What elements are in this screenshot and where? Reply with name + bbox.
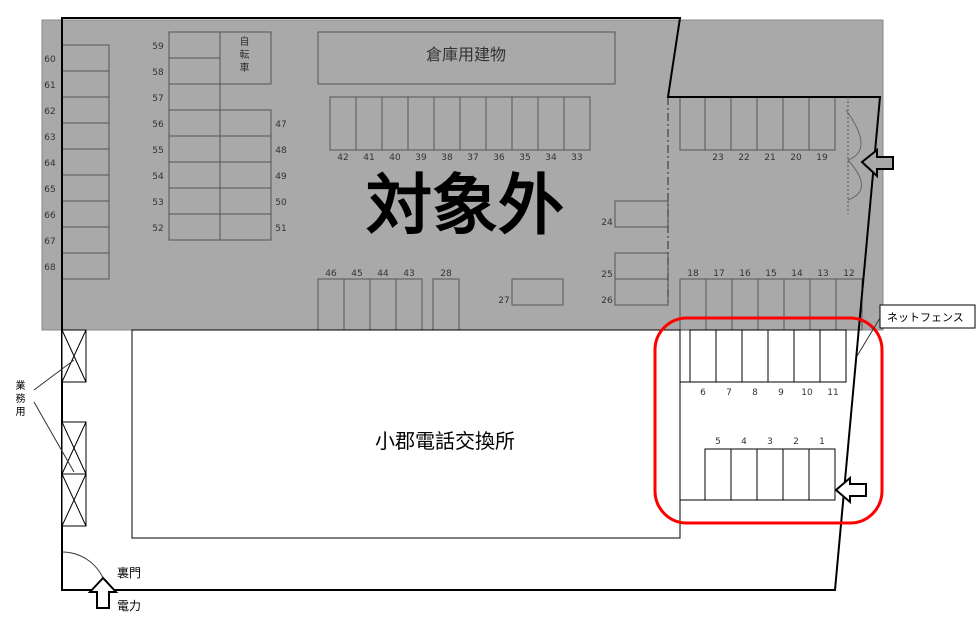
entrance-arrow-icon [860, 147, 894, 179]
stall-number: 44 [377, 269, 389, 279]
stall-number: 59 [152, 42, 164, 52]
stall-number: 14 [791, 269, 803, 279]
stall-number: 2 [793, 437, 799, 447]
stall-number: 16 [739, 269, 751, 279]
stall-number: 61 [44, 81, 55, 91]
excluded-area [41, 19, 884, 331]
warehouse-label: 倉庫用建物 [426, 45, 506, 64]
stall-number: 55 [152, 146, 163, 156]
parking-stall [511, 278, 564, 306]
parking-stall [767, 329, 795, 383]
stall-number: 58 [152, 68, 164, 78]
stall-number: 56 [152, 120, 164, 130]
stall-number: 45 [351, 269, 362, 279]
stall-number: 1 [819, 437, 825, 447]
stall-number: 13 [817, 269, 828, 279]
stall-number: 4 [741, 437, 747, 447]
stall-number: 15 [765, 269, 776, 279]
stall-number: 19 [816, 153, 828, 163]
stall-number: 62 [44, 107, 55, 117]
parking-stall [689, 329, 717, 383]
stall-number: 54 [152, 172, 164, 182]
business-use-label: 業務用 [13, 380, 24, 419]
stall-number: 33 [571, 153, 582, 163]
stall-number: 5 [715, 437, 721, 447]
stall-number: 21 [764, 153, 775, 163]
back-gate-arrow-icon [87, 576, 119, 609]
stall-number: 27 [498, 296, 509, 306]
highlight-target [653, 316, 884, 525]
net-fence-label-box [879, 304, 976, 329]
stall-number: 46 [325, 269, 337, 279]
stall-number: 65 [44, 185, 55, 195]
power-label: 電力 [117, 599, 141, 613]
parking-stall [782, 448, 810, 501]
parking-stall [808, 448, 836, 501]
stall-number: 50 [275, 198, 287, 208]
stall-number: 49 [275, 172, 287, 182]
stall-number: 36 [493, 153, 505, 163]
stall-number: 10 [801, 388, 813, 398]
stall-number: 35 [519, 153, 530, 163]
stall-number: 25 [601, 270, 612, 280]
bicycle-label: 自転車 [237, 36, 248, 75]
stall-number: 24 [601, 218, 613, 228]
excluded-label: 対象外 [366, 167, 564, 244]
stall-number: 47 [275, 120, 286, 130]
stall-number: 37 [467, 153, 478, 163]
stall-number: 8 [752, 388, 758, 398]
stall-number: 20 [790, 153, 802, 163]
stall-number: 3 [767, 437, 773, 447]
net-fence-label: ネットフェンス [887, 311, 964, 324]
stall-number: 12 [843, 269, 854, 279]
parking-stall [819, 329, 847, 383]
stall-number: 11 [827, 388, 838, 398]
stall-number: 9 [778, 388, 784, 398]
parking-stall [704, 448, 732, 501]
site-boundary [61, 17, 882, 591]
stall-number: 17 [713, 269, 724, 279]
stall-number: 23 [712, 153, 723, 163]
bicycle-area [219, 31, 272, 85]
stall-number: 39 [415, 153, 427, 163]
parking-stall [730, 448, 758, 501]
stall-number: 48 [275, 146, 287, 156]
stall-number: 6 [700, 388, 706, 398]
stall-number: 40 [389, 153, 401, 163]
stall-number: 60 [44, 55, 56, 65]
stall-number: 34 [545, 153, 557, 163]
stall-number: 28 [440, 269, 452, 279]
stall-number: 68 [44, 263, 56, 273]
parking-stall [741, 329, 769, 383]
stall-number: 57 [152, 94, 163, 104]
back-gate-label: 裏門 [117, 565, 141, 580]
warehouse-building [317, 31, 616, 85]
stall-number: 51 [275, 224, 286, 234]
parking-stall [793, 329, 821, 383]
stall-number: 18 [687, 269, 699, 279]
stall-number: 38 [441, 153, 453, 163]
stall-number: 64 [44, 159, 56, 169]
stall-number: 7 [726, 388, 732, 398]
stall-number: 53 [152, 198, 163, 208]
parking-stall [715, 329, 743, 383]
stall-number: 67 [44, 237, 55, 247]
stall-number: 41 [363, 153, 374, 163]
parking-stall [563, 96, 591, 151]
parking-stall [756, 448, 784, 501]
stall-number: 22 [738, 153, 749, 163]
stall-number: 63 [44, 133, 55, 143]
main-building [131, 329, 681, 539]
main-building-label: 小郡電話交換所 [375, 429, 515, 453]
entrance-arrow-icon [834, 475, 867, 505]
stall-number: 52 [152, 224, 163, 234]
stall-number: 66 [44, 211, 56, 221]
stall-number: 43 [403, 269, 414, 279]
stall-number: 42 [337, 153, 348, 163]
parking-stall [219, 213, 272, 241]
stall-number: 26 [601, 296, 613, 306]
